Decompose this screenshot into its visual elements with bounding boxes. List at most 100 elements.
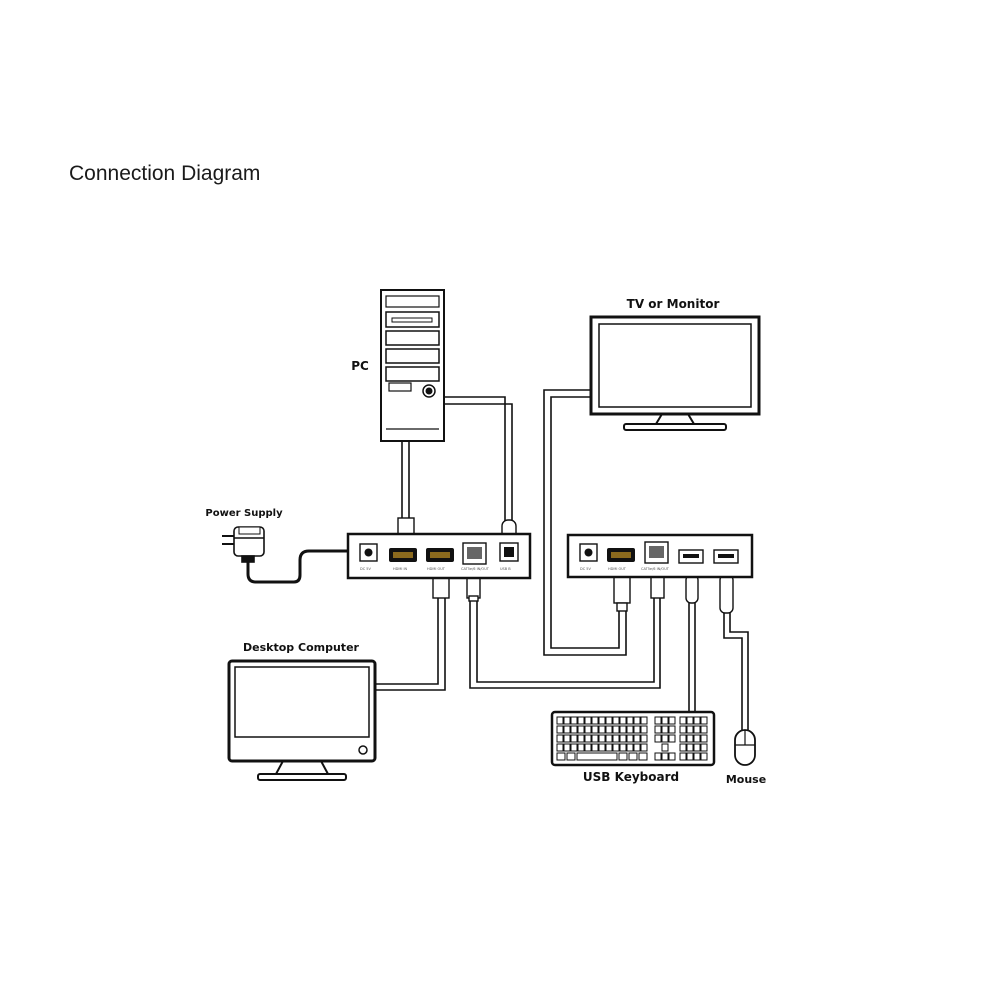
keyboard-key [626,725,634,734]
keyboard-key [686,716,694,725]
keyboard-key [577,734,585,743]
desktop-computer-icon [227,659,377,781]
cables [246,389,749,731]
keyboard-key [626,734,634,743]
mouse-icon [734,729,756,766]
keyboard-key [686,734,694,743]
keyboard-key [570,734,578,743]
keyboard-key [570,743,578,752]
svg-text:DC 5V: DC 5V [580,567,591,571]
keyboard-key [693,725,701,734]
pc-label: PC [351,359,369,373]
keyboard-key [605,734,613,743]
cable-mouse [723,612,749,731]
keyboard-key [679,743,687,752]
cable-hdmi-loop-desktop [376,598,446,691]
keyboard-key [640,743,648,752]
keyboard-key [556,725,564,734]
keyboard-key [598,725,606,734]
keyboard-key [556,752,566,761]
keyboard-key [591,734,599,743]
keyboard-key [612,716,620,725]
keyboard-key [700,752,708,761]
keyboard-key [619,734,627,743]
keyboard-key [598,716,606,725]
keyboard-key [693,752,701,761]
keyboard-key [700,734,708,743]
usb-keyboard-icon [550,710,716,767]
keyboard-key [612,743,620,752]
plug-rx-cat6 [650,575,665,599]
keyboard-key [556,743,564,752]
keyboard-key [605,725,613,734]
keyboard-key [679,734,687,743]
keyboard-key [693,743,701,752]
keyboard-key [566,752,576,761]
keyboard-key [591,743,599,752]
page-title: Connection Diagram [69,162,261,185]
keyboard-key [619,725,627,734]
transmitter-unit: DC 5V HDMI IN HDMI OUT CAT5e/6 IN/OUT US… [346,532,532,580]
cable-pc-hdmi [401,441,410,520]
keyboard-key [661,752,669,761]
svg-text:DC 5V: DC 5V [360,567,371,571]
keyboard-key [584,734,592,743]
keyboard-key [563,734,571,743]
keyboard-key [570,716,578,725]
keyboard-key [619,743,627,752]
svg-text:CAT5e/6 IN/OUT: CAT5e/6 IN/OUT [461,567,490,571]
keyboard-key [591,725,599,734]
svg-text:HDMI OUT: HDMI OUT [608,567,627,571]
keyboard-key [605,716,613,725]
keyboard-key [700,725,708,734]
svg-text:HDMI IN: HDMI IN [393,567,408,571]
keyboard-key [563,743,571,752]
keyboard-key [556,734,564,743]
keyboard-key [679,716,687,725]
keyboard-key [661,725,669,734]
keyboard-key [584,743,592,752]
cable-hdmi-tv [543,389,627,656]
keyboard-key [668,734,676,743]
keyboard-key [556,716,564,725]
keyboard-key [626,743,634,752]
keyboard-key [700,743,708,752]
keyboard-key [661,734,669,743]
keyboard-key [598,743,606,752]
keyboard-key [686,752,694,761]
receiver-unit: DC 5V HDMI OUT CAT5e/6 IN/OUT [566,533,754,579]
keyboard-key [640,725,648,734]
keyboard-key [577,743,585,752]
plug-tx-cat6 [466,575,481,599]
keyboard-key [638,752,648,761]
keyboard-key [633,725,641,734]
plug-rx-hdmi [613,575,631,604]
keyboard-key [618,752,628,761]
cable-power [246,549,352,584]
keyboard-key [668,716,676,725]
keyboard-key [584,716,592,725]
keyboard-key [693,734,701,743]
keyboard-key [598,734,606,743]
desktop-computer-label: Desktop Computer [243,641,359,654]
keyboard-key [612,725,620,734]
keyboard-key [654,734,662,743]
keyboard-key [661,716,669,725]
keyboard-key [640,734,648,743]
keyboard-key [612,734,620,743]
keyboard-key [577,725,585,734]
power-supply-label: Power Supply [205,508,283,519]
keyboard-key [679,725,687,734]
keyboard-key [570,725,578,734]
keyboard-key [654,725,662,734]
keyboard-key [668,725,676,734]
keyboard-key [654,716,662,725]
keyboard-key [633,743,641,752]
pc-tower-icon [380,289,445,442]
keyboard-key [679,752,687,761]
plug-mouse-usb [719,574,734,614]
keyboard-key [619,716,627,725]
keyboard-key [633,734,641,743]
tv-monitor-label: TV or Monitor [626,297,720,311]
